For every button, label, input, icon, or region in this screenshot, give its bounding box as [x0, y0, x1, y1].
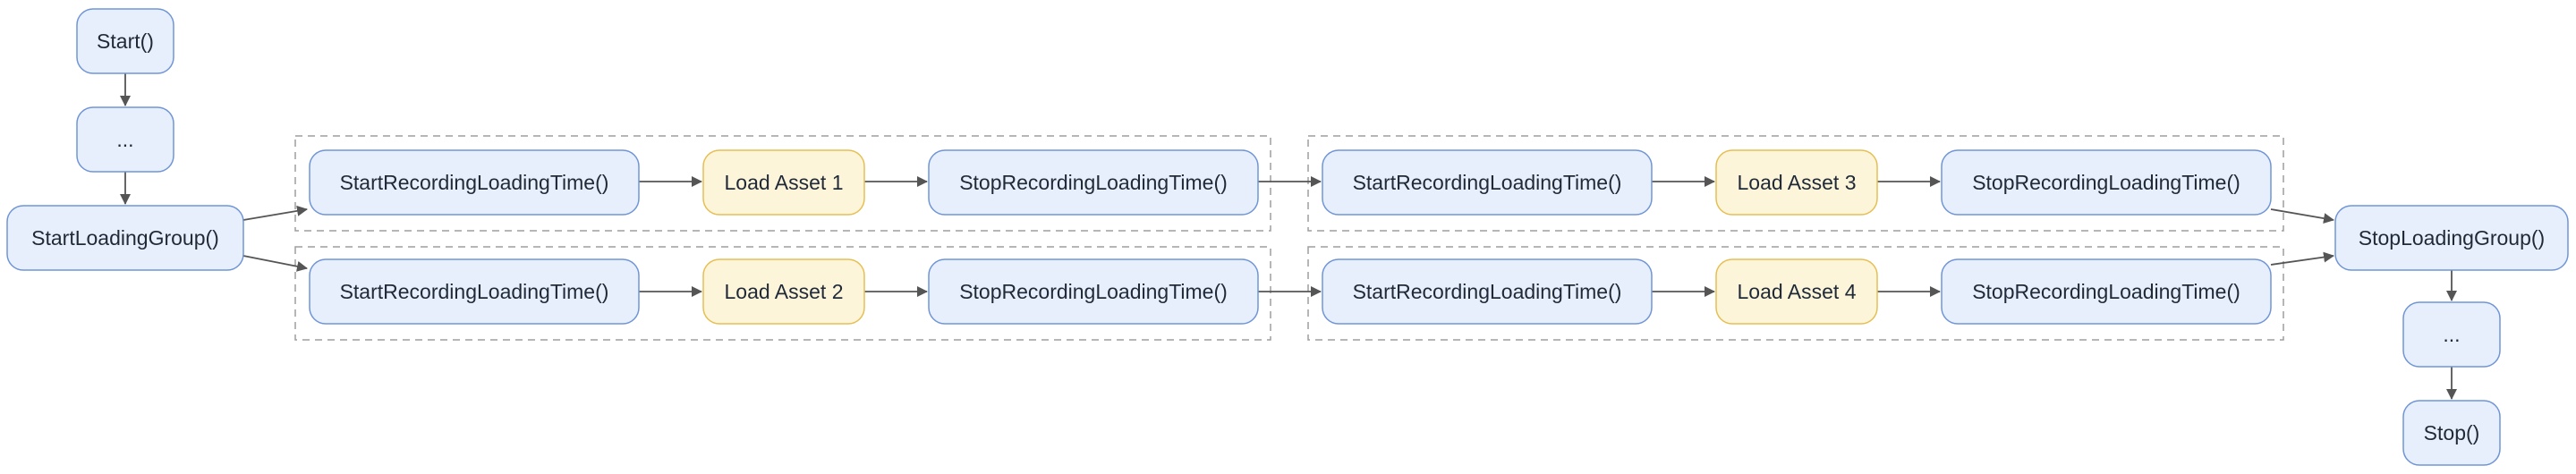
node-g1r2-load-asset: Load Asset 2: [702, 258, 865, 325]
node-g1r1-load-asset-label: Load Asset 1: [725, 171, 844, 194]
node-g1r2-load-asset-label: Load Asset 2: [725, 280, 844, 303]
node-g2r1-stop-recording: StopRecordingLoadingTime(): [1941, 149, 2272, 216]
node-start-loading-group: StartLoadingGroup(): [6, 205, 244, 271]
node-stop-loading-group-label: StopLoadingGroup(): [2359, 226, 2545, 250]
node-stop-loading-group: StopLoadingGroup(): [2334, 205, 2569, 271]
edge-startloadinggroup-to-g1r2: [242, 255, 308, 272]
node-g1r2-stop-recording-label: StopRecordingLoadingTime(): [959, 280, 1228, 303]
node-g1r1-stop-recording-label: StopRecordingLoadingTime(): [959, 171, 1228, 194]
group-1-row-1-container: [294, 135, 1271, 232]
edge-g2r1-to-stoploadinggroup: [2270, 208, 2334, 224]
node-g2r2-stop-recording: StopRecordingLoadingTime(): [1941, 258, 2272, 325]
node-ellipsis-top-label: ...: [116, 128, 133, 151]
node-start-loading-group-label: StartLoadingGroup(): [31, 226, 219, 250]
node-start-label: Start(): [97, 30, 154, 53]
group-2-row-1-container: [1307, 135, 2284, 232]
node-stop-label: Stop(): [2424, 421, 2480, 444]
edge-startloadinggroup-to-g1r1: [242, 205, 308, 221]
node-ellipsis-top: ...: [76, 106, 174, 173]
node-g1r2-start-recording-label: StartRecordingLoadingTime(): [340, 280, 609, 303]
group-containers: [294, 135, 2284, 341]
node-g2r2-start-recording-label: StartRecordingLoadingTime(): [1353, 280, 1622, 303]
nodes: Start() ... StartLoadingGroup() StartRec…: [6, 8, 2569, 466]
node-g1r1-start-recording: StartRecordingLoadingTime(): [309, 149, 640, 216]
node-g1r2-start-recording: StartRecordingLoadingTime(): [309, 258, 640, 325]
group-1-row-2-container: [294, 246, 1271, 341]
group-2-row-2-container: [1307, 246, 2284, 341]
edge-g2r2-to-stoploadinggroup: [2270, 251, 2334, 266]
node-g2r1-start-recording: StartRecordingLoadingTime(): [1322, 149, 1653, 216]
node-g2r1-load-asset: Load Asset 3: [1715, 149, 1878, 216]
node-ellipsis-bottom-label: ...: [2443, 323, 2460, 346]
node-start: Start(): [76, 8, 174, 74]
node-stop: Stop(): [2402, 400, 2501, 466]
node-g1r1-stop-recording: StopRecordingLoadingTime(): [928, 149, 1259, 216]
node-g2r2-load-asset: Load Asset 4: [1715, 258, 1878, 325]
node-g2r1-stop-recording-label: StopRecordingLoadingTime(): [1972, 171, 2240, 194]
node-g1r1-load-asset: Load Asset 1: [702, 149, 865, 216]
node-g2r2-load-asset-label: Load Asset 4: [1738, 280, 1857, 303]
node-g2r2-stop-recording-label: StopRecordingLoadingTime(): [1972, 280, 2240, 303]
node-g2r1-load-asset-label: Load Asset 3: [1738, 171, 1857, 194]
edges: [120, 73, 2457, 400]
node-g2r2-start-recording: StartRecordingLoadingTime(): [1322, 258, 1653, 325]
node-g2r1-start-recording-label: StartRecordingLoadingTime(): [1353, 171, 1622, 194]
node-ellipsis-bottom: ...: [2402, 301, 2501, 368]
node-g1r2-stop-recording: StopRecordingLoadingTime(): [928, 258, 1259, 325]
node-g1r1-start-recording-label: StartRecordingLoadingTime(): [340, 171, 609, 194]
